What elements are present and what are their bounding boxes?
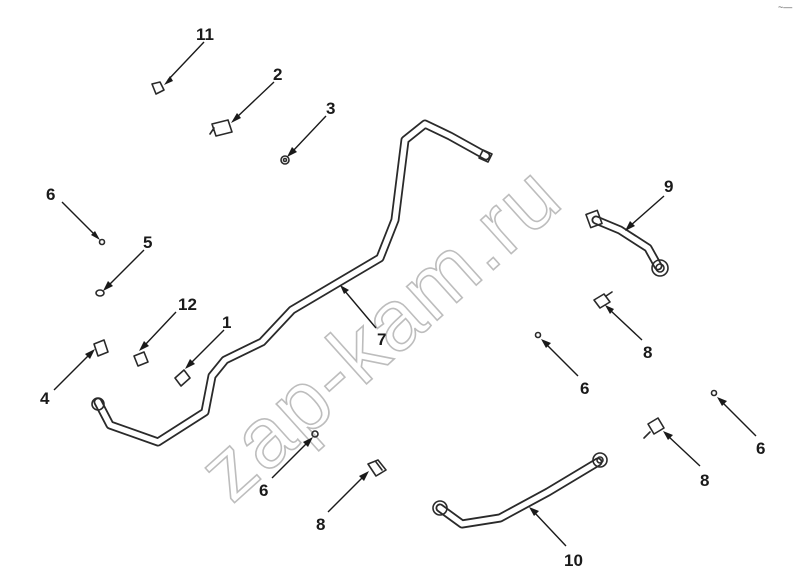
corner-mark: ~—	[778, 2, 792, 12]
callout-label: 10	[564, 551, 583, 570]
fitting-8c	[643, 417, 665, 439]
washer-6c	[534, 331, 542, 339]
fitting-8b	[593, 291, 613, 309]
callout-label: 6	[756, 439, 765, 458]
callout-arrows	[53, 41, 757, 547]
tube-9	[585, 209, 669, 277]
fitting-4	[93, 339, 109, 357]
callout-label: 1	[222, 313, 231, 332]
fitting-11	[151, 81, 165, 95]
callout-label: 2	[273, 65, 282, 84]
tube-10	[432, 452, 608, 529]
washer-6d	[710, 389, 718, 397]
callout-label: 5	[143, 233, 152, 252]
callout-label: 8	[700, 471, 709, 490]
fitting-12	[133, 351, 149, 367]
callout-label: 6	[46, 185, 55, 204]
callout-label: 11	[196, 25, 214, 44]
washer-5	[95, 289, 105, 297]
callout-label: 3	[326, 99, 335, 118]
main-fuel-tube	[91, 119, 493, 447]
callout-label: 12	[178, 295, 197, 314]
fitting-2	[209, 119, 233, 137]
fitting-1	[174, 369, 191, 387]
callout-label: 8	[643, 343, 652, 362]
callout-label: 8	[316, 515, 325, 534]
washer-6a	[98, 238, 106, 246]
washer-3	[280, 155, 290, 165]
callout-label: 7	[377, 330, 386, 349]
callout-label: 6	[259, 481, 268, 500]
callout-label: 4	[40, 389, 50, 408]
callout-label: 6	[580, 379, 589, 398]
washer-6b	[311, 430, 319, 438]
callout-label: 9	[664, 177, 673, 196]
fitting-8a	[367, 459, 387, 477]
